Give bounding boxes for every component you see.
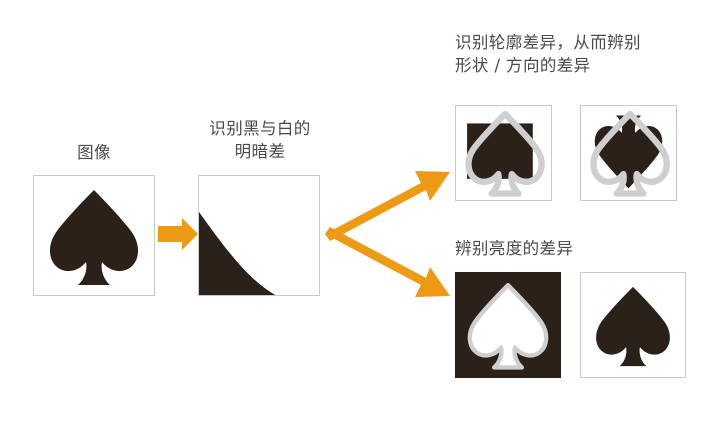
black-spade-on-white-icon-2 — [581, 273, 685, 377]
arrow-branch-upper-icon — [325, 171, 450, 241]
panel-contour-aligned — [455, 105, 552, 201]
panel-contour-rotated — [580, 105, 677, 201]
label-luminance-difference: 辨别亮度的差异 — [455, 239, 574, 258]
panel-edge-gradient — [198, 175, 320, 296]
panel-source-image — [33, 175, 155, 296]
white-spade-on-dark-icon — [456, 273, 560, 377]
inverted-spade-over-outline-icon — [581, 106, 676, 200]
label-contour-difference: 识别轮廓差异，从而辨别 形状 / 方向的差异 — [455, 33, 641, 75]
label-brightness-contrast: 识别黑与白的 明暗差 — [209, 119, 311, 161]
black-curved-triangle-icon — [199, 176, 319, 295]
label-image: 图像 — [77, 143, 111, 162]
dark-rect-with-gray-spade-outline-icon — [456, 106, 551, 200]
black-spade-on-white-icon — [34, 176, 154, 295]
panel-luminance-inverted — [455, 272, 561, 378]
panel-luminance-normal — [580, 272, 686, 378]
arrow-branch-lower-icon — [325, 227, 450, 297]
arrow-right-short-icon — [158, 218, 198, 250]
